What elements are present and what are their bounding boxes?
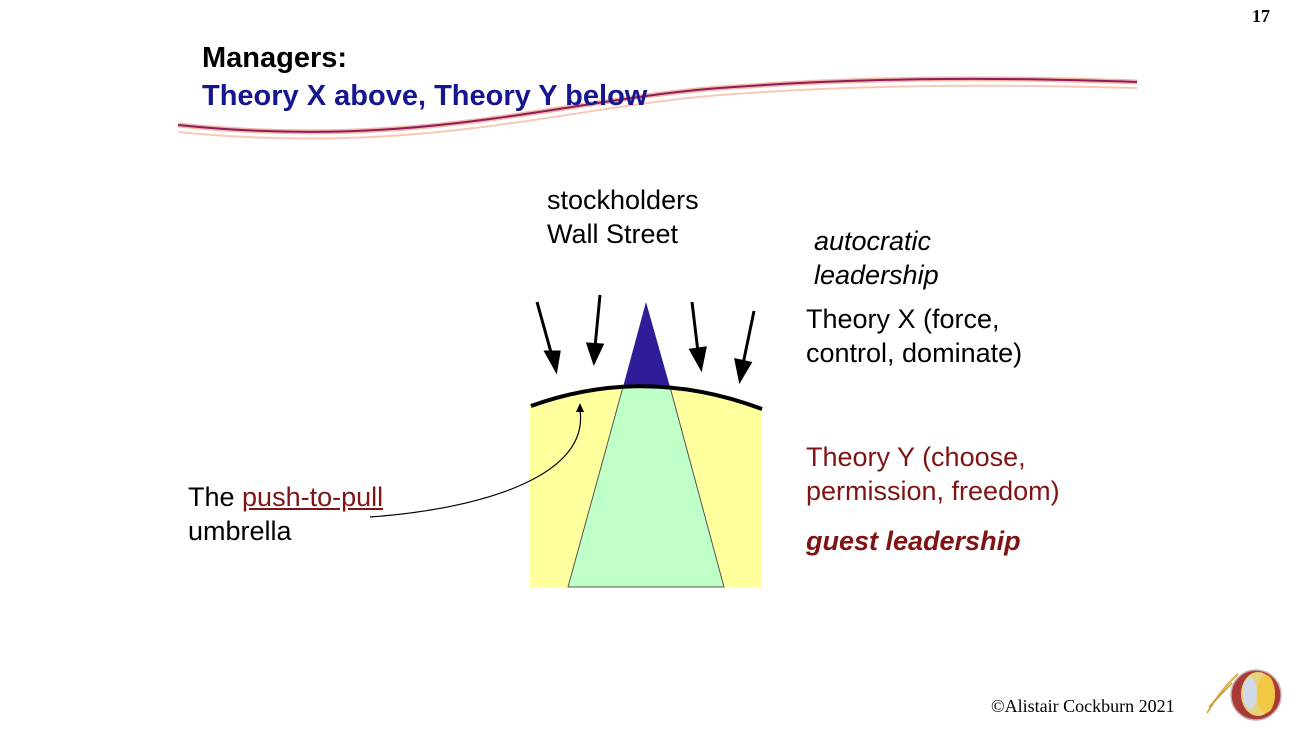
umbrella-arc xyxy=(530,384,763,411)
theory-y-line-2: permission, freedom) xyxy=(806,476,1060,506)
title-line-1: Managers: xyxy=(202,42,348,74)
umbrella-line-1: The push-to-pull xyxy=(188,480,383,514)
autocratic-line-2: leadership xyxy=(814,260,939,290)
autocratic-leadership-label: autocratic leadership xyxy=(814,224,939,292)
copyright-text: ©Alistair Cockburn 2021 xyxy=(991,696,1175,716)
arrow-down-icon xyxy=(688,346,707,373)
theory-y-label: Theory Y (choose, permission, freedom) xyxy=(806,440,1060,508)
push-to-pull-link[interactable]: push-to-pull xyxy=(242,482,384,512)
umbrella-connector-line xyxy=(369,409,582,518)
umbrella-label: The push-to-pull umbrella xyxy=(188,480,383,548)
title-wave-decoration xyxy=(177,76,1138,140)
umbrella-prefix: The xyxy=(188,482,243,512)
theory-x-label: Theory X (force, control, dominate) xyxy=(806,302,1022,370)
title-line-2: Theory X above, Theory Y below xyxy=(202,80,648,112)
stakeholder-line-2: Wall Street xyxy=(547,219,679,249)
pressure-arrows xyxy=(535,294,756,385)
arrow-down-icon xyxy=(585,342,605,367)
arrow-down-icon xyxy=(734,358,753,385)
umbrella-line-2: umbrella xyxy=(188,516,292,546)
guest-leadership-label: guest leadership xyxy=(806,526,1021,556)
page-number: 17 xyxy=(1252,6,1270,26)
theory-x-line-2: control, dominate) xyxy=(806,338,1023,368)
stakeholder-label: stockholders Wall Street xyxy=(547,183,699,251)
ac-logo xyxy=(1206,669,1282,721)
theory-y-line-1: Theory Y (choose, xyxy=(806,442,1026,472)
theory-x-apex xyxy=(623,302,670,387)
arrow-down-icon xyxy=(543,350,561,375)
autocratic-line-1: autocratic xyxy=(814,226,932,256)
theory-x-line-1: Theory X (force, xyxy=(806,304,1000,334)
arrow-up-icon xyxy=(576,403,584,412)
stakeholder-line-1: stockholders xyxy=(547,185,699,215)
